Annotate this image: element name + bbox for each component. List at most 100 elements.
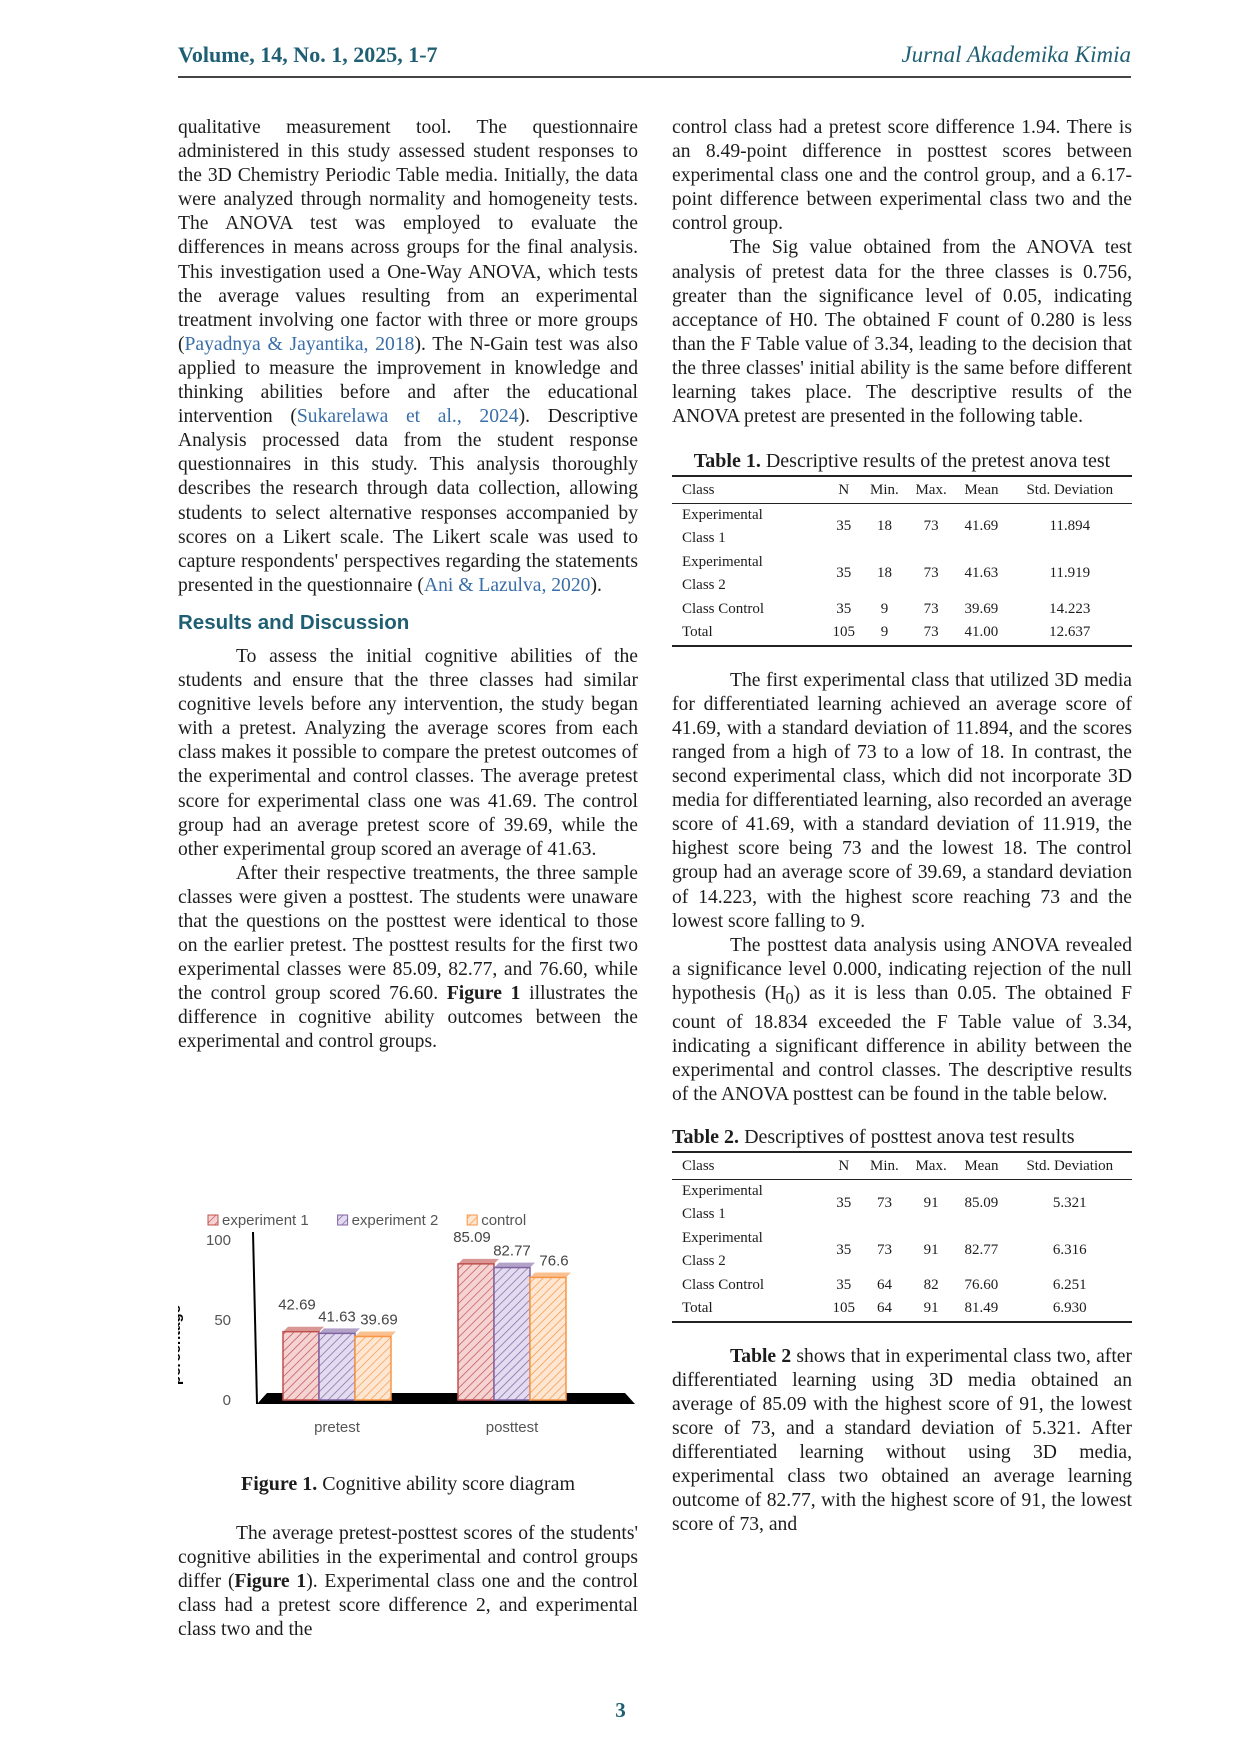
table-cell: 41.63 [964,565,999,582]
table-cell: 91 [923,1194,939,1211]
bar-top [494,1262,535,1268]
citation-link[interactable]: Payadnya & Jayantika, 2018 [184,333,415,355]
table-cell: 35 [836,1276,852,1293]
right-column: control class had a pretest score differ… [672,116,1132,1538]
table-cell: 11.894 [1049,518,1091,535]
legend-swatch [466,1214,478,1226]
paragraph: The average pretest-posttest scores of t… [178,1522,638,1642]
text-segment: qualitative measurement tool. The questi… [178,117,638,355]
table-cell: 6.930 [1007,1297,1132,1323]
y-tick-label: 0 [223,1392,231,1409]
paragraph: qualitative measurement tool. The questi… [178,116,638,598]
text-segment: Figure 1 [446,983,521,1005]
table-cell: 85.09 [964,1194,999,1211]
table-cell: 81.49 [955,1297,1008,1323]
table-cell: 73 [876,1241,892,1258]
table-cell: 6.316 [1052,1241,1087,1258]
bar-top [283,1326,324,1332]
table-cell: 35 [836,600,852,617]
table-cell: Experimental Class 2 [672,551,826,598]
data-label: 85.09 [453,1229,491,1246]
data-label: 82.77 [493,1243,531,1260]
table2-block: Table 2. Descriptives of posttest anova … [672,1127,1132,1323]
column-header: Mean [955,475,1008,504]
column-header: Max. [906,475,956,504]
column-header: Min. [861,1151,907,1180]
table-cell: 73 [923,518,939,535]
table-cell: 82.77 [964,1241,999,1258]
text-segment: shows that in experimental class two, af… [672,1345,1132,1536]
text-segment: ). Descriptive Analysis processed data f… [178,406,639,596]
table-cell: 82 [923,1276,939,1293]
table-cell: 35 [836,1194,852,1211]
x-tick-label: posttest [486,1419,539,1436]
table-cell: Experimental Class 1 [672,1179,826,1227]
table-cell: 91 [906,1297,956,1323]
page-number: 3 [615,1698,626,1722]
data-label: 42.69 [278,1297,316,1314]
text-segment: 0 [785,988,794,1008]
table-cell: Total [672,621,826,647]
table-cell: 39.69 [964,600,999,617]
class-label: Experimental Class 1 [682,506,763,547]
table-cell: 64 [876,1276,892,1293]
table-cell: 12.637 [1007,621,1132,647]
text-segment: The posttest data analysis using ANOVA r… [672,934,1132,1004]
paragraph: Table 2 shows that in experimental class… [672,1345,1132,1538]
paragraph: control class had a pretest score differ… [672,116,1132,236]
table-cell: 14.223 [1049,600,1091,617]
column-header: N [825,1151,862,1180]
text-segment: Table 2 [730,1345,792,1367]
journal-title: Jurnal Akademika Kimia [901,42,1131,67]
bar-top [355,1331,396,1337]
journal-volume: Volume, 14, No. 1, 2025, 1-7 [178,42,438,67]
table-cell: Experimental Class 1 [672,503,826,551]
column-header: Class [672,1151,826,1180]
bar-experiment-1-pretest [282,1330,320,1401]
data-label: 76.6 [539,1252,568,1269]
table2-caption-text: Descriptives of posttest anova test resu… [739,1126,1075,1149]
table-cell: Total [672,1297,826,1323]
citation-link[interactable]: Ani & Lazulva, 2020 [423,574,591,596]
table-cell: 64 [861,1297,907,1323]
y-tick-label: 50 [214,1312,231,1329]
table-cell: Experimental Class 2 [672,1227,826,1274]
bar-experiment-2-posttest [493,1266,531,1401]
table1-caption: Table 1. Descriptive results of the pret… [672,451,1132,472]
y-axis-label: percentage [178,1305,184,1385]
section-heading: Results and Discussion [178,610,410,634]
table2-caption: Table 2. Descriptives of posttest anova … [672,1127,1132,1148]
column-header: Class [672,475,826,504]
legend-label: experiment 1 [222,1212,309,1229]
table-cell: 73 [923,565,939,582]
table1-label: Table 1. [693,450,761,473]
text-segment: ) as it is less than 0.05. The obtained … [672,982,1132,1106]
text-segment: Figure 1 [234,1571,307,1593]
class-label: Experimental Class 1 [682,1182,763,1223]
table-cell: 35 [836,1241,852,1258]
text-segment: The average pretest-posttest scores of t… [178,1523,638,1593]
table-cell: 41.00 [955,621,1008,647]
table-cell: 18 [876,518,892,535]
citation-link[interactable]: Sukarelawa et al., 2024 [296,406,519,428]
table-cell: 35 [836,518,852,535]
text-segment: To assess the initial cognitive abilitie… [178,645,638,860]
bar-experiment-2-pretest [318,1332,356,1401]
text-segment: The Sig value obtained from the ANOVA te… [672,237,1132,428]
bar-top [319,1328,360,1334]
paragraph: After their respective treatments, the t… [178,862,638,1055]
class-label: Class Control [682,600,765,617]
left-column: qualitative measurement tool. The questi… [178,116,638,1055]
column-header: Min. [861,475,907,504]
table-cell: 11.919 [1049,565,1091,582]
bar-control-posttest [529,1276,567,1401]
figure-label: Figure 1. [240,1473,318,1495]
class-label: Experimental Class 2 [682,1229,763,1270]
table1-block: Table 1. Descriptive results of the pret… [672,451,1132,647]
